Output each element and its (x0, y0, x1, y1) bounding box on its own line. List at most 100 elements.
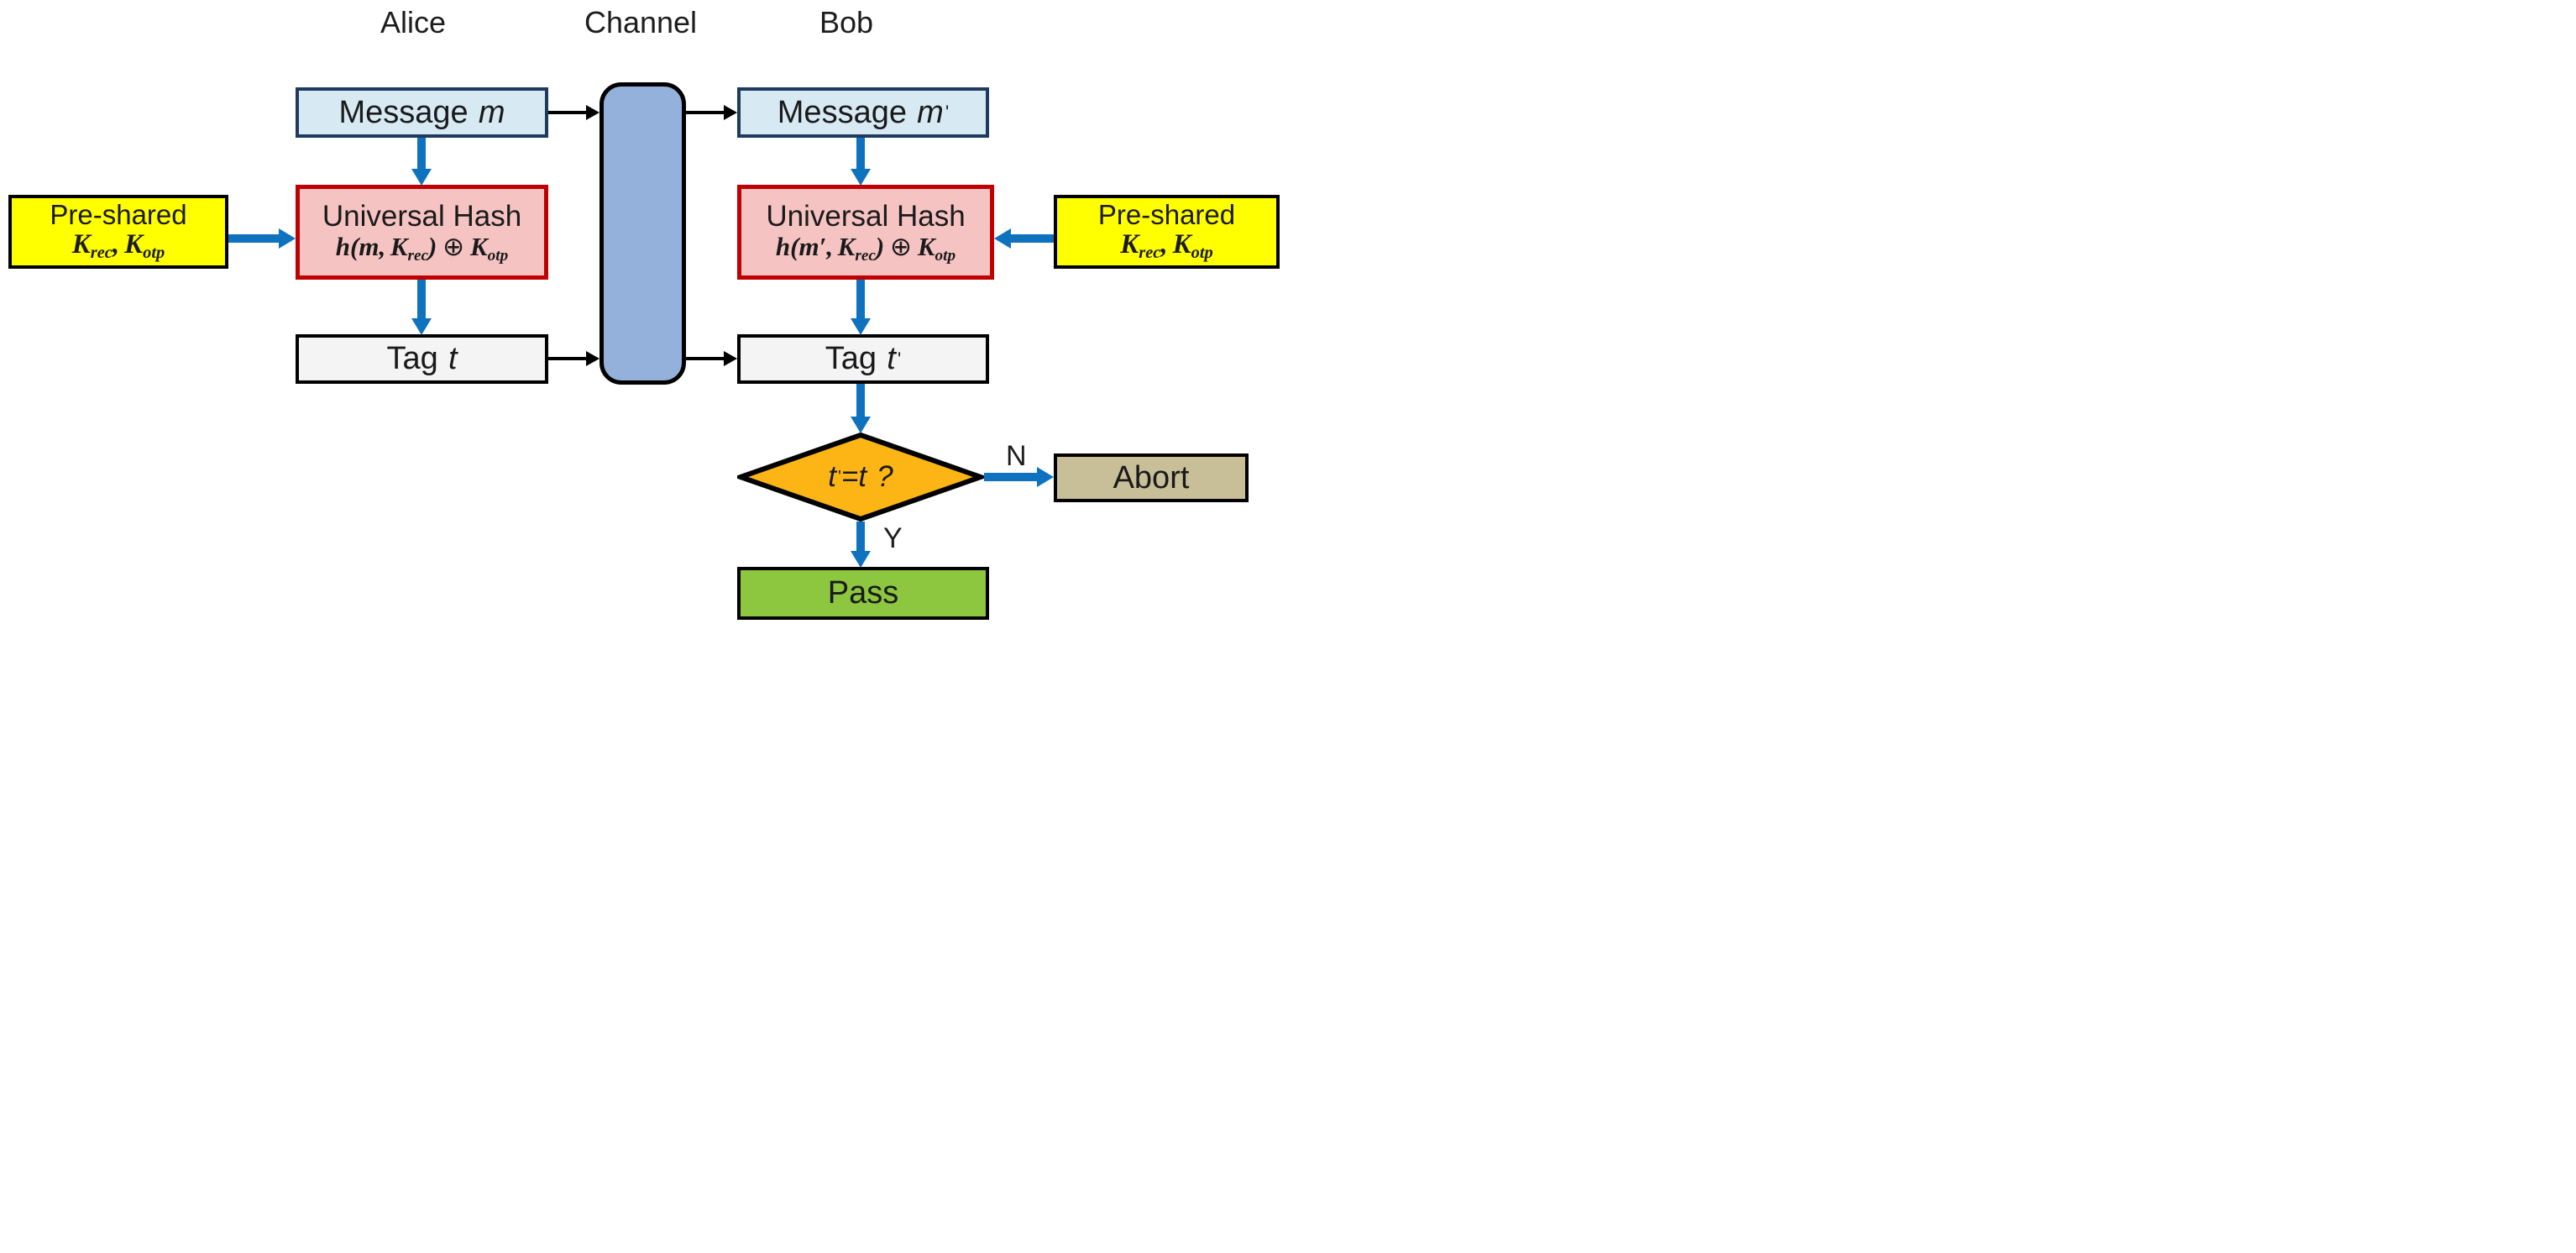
formula-open-paren: ( (790, 231, 799, 261)
bob-tag-var: t (887, 341, 896, 376)
formula-k-otp: K (469, 231, 488, 261)
alice-tag-label: Tag (386, 341, 438, 376)
decision-prime: ' (837, 467, 841, 486)
formula-h: h (775, 231, 791, 261)
key-comma: , (112, 229, 120, 260)
arrow-shaft (417, 280, 426, 319)
arrow-alice-tag-to-channel (548, 351, 599, 366)
bob-preshared-keys: Krec,Kotp (1120, 230, 1212, 263)
arrow-head (411, 318, 432, 335)
formula-sub-rec: rec (407, 246, 429, 265)
arrow-shaft (686, 357, 725, 360)
bob-hash-title: Universal Hash (766, 199, 966, 233)
arrow-tag-to-decision (851, 384, 871, 433)
alice-hash-formula: h(m,Krec)⊕Kotp (335, 231, 509, 265)
formula-close-paren: ) (875, 231, 885, 261)
key-comma: , (1160, 229, 1168, 260)
arrow-head (586, 105, 599, 120)
arrow-shaft (228, 234, 280, 243)
xor-operator: ⊕ (890, 231, 913, 262)
formula-k-otp: K (917, 231, 935, 261)
arrow-head (851, 318, 871, 335)
key-k-rec: K (71, 229, 91, 260)
arrow-shaft (417, 138, 426, 170)
arrow-decision-to-pass (851, 522, 871, 568)
column-label-bob: Bob (819, 5, 874, 39)
bob-preshared-label: Pre-shared (1097, 199, 1236, 231)
key-k-otp: K (1172, 229, 1191, 260)
arrow-bob-hash-to-tag (851, 280, 871, 335)
arrow-decision-to-abort (984, 467, 1054, 487)
bob-preshared-key-box: Pre-shared Krec,Kotp (1054, 195, 1280, 269)
key-k-rec: K (1120, 229, 1139, 260)
formula-sub-otp: otp (487, 246, 509, 265)
alice-message-var: m (478, 94, 505, 130)
alice-preshared-key-box: Pre-shared Krec,Kotp (8, 195, 228, 269)
abort-box: Abort (1054, 453, 1249, 502)
formula-k-rec: K (390, 231, 408, 261)
arrow-bob-message-to-hash (851, 138, 871, 186)
arrow-shaft (1010, 234, 1054, 243)
bob-message-prime: ' (945, 102, 950, 123)
arrow-head (411, 169, 432, 186)
bob-message-label: Message (777, 94, 907, 130)
formula-comma: , (379, 231, 386, 261)
bob-message-box: Message m' (737, 87, 989, 138)
arrow-shaft (856, 384, 865, 417)
pass-box: Pass (737, 567, 989, 620)
column-label-alice: Alice (380, 5, 447, 39)
formula-sub-rec: rec (855, 246, 876, 265)
alice-message-label: Message (338, 94, 469, 130)
branch-label-yes: Y (883, 522, 903, 554)
arrow-head (586, 351, 599, 366)
arrow-alice-preshared-to-hash (228, 228, 296, 249)
formula-open-paren: ( (350, 231, 359, 261)
xor-operator: ⊕ (442, 231, 465, 262)
decision-t: t (858, 460, 867, 493)
alice-preshared-label: Pre-shared (50, 199, 187, 231)
tag-compare-decision: t'=t? (737, 433, 984, 522)
alice-tag-var: t (448, 341, 458, 376)
formula-h: h (335, 231, 351, 261)
arrow-shaft (548, 111, 588, 114)
branch-label-no: N (1006, 440, 1027, 472)
alice-hash-title: Universal Hash (322, 199, 522, 233)
decision-equals: = (840, 460, 859, 493)
bob-tag-prime: ' (897, 348, 902, 370)
key-sub-otp: otp (1191, 244, 1213, 263)
decision-diamond-shape (737, 433, 984, 522)
formula-close-paren: ) (428, 231, 437, 261)
arrow-alice-message-to-hash (411, 138, 432, 186)
arrow-shaft (856, 138, 865, 170)
bob-tag-label: Tag (825, 341, 877, 376)
arrow-head (1037, 467, 1054, 487)
channel-box (599, 82, 686, 385)
decision-label: t'=t? (737, 433, 984, 522)
formula-prime: ′ (819, 231, 827, 261)
arrow-channel-to-bob-message (686, 105, 737, 120)
decision-question-mark: ? (877, 460, 893, 493)
arrow-head (279, 228, 296, 249)
bob-universal-hash-box: Universal Hash h(m′,Krec)⊕Kotp (737, 185, 994, 280)
arrow-shaft (856, 522, 865, 552)
key-k-otp: K (124, 229, 144, 260)
key-sub-rec: rec (1139, 244, 1161, 263)
arrow-head (851, 551, 871, 568)
formula-sub-otp: otp (935, 246, 956, 265)
bob-message-var: m (917, 94, 944, 130)
formula-arg-m: m (798, 231, 819, 261)
arrow-head (851, 169, 871, 186)
arrow-channel-to-bob-tag (686, 351, 737, 366)
arrow-head (851, 417, 871, 433)
alice-preshared-keys: Krec,Kotp (72, 230, 165, 263)
decision-t-prime: t (828, 460, 836, 493)
arrow-alice-message-to-channel (548, 105, 599, 120)
formula-comma: , (826, 231, 834, 261)
bob-hash-formula: h(m′,Krec)⊕Kotp (775, 231, 956, 265)
formula-arg-m: m (359, 231, 380, 261)
column-label-channel: Channel (584, 5, 698, 39)
